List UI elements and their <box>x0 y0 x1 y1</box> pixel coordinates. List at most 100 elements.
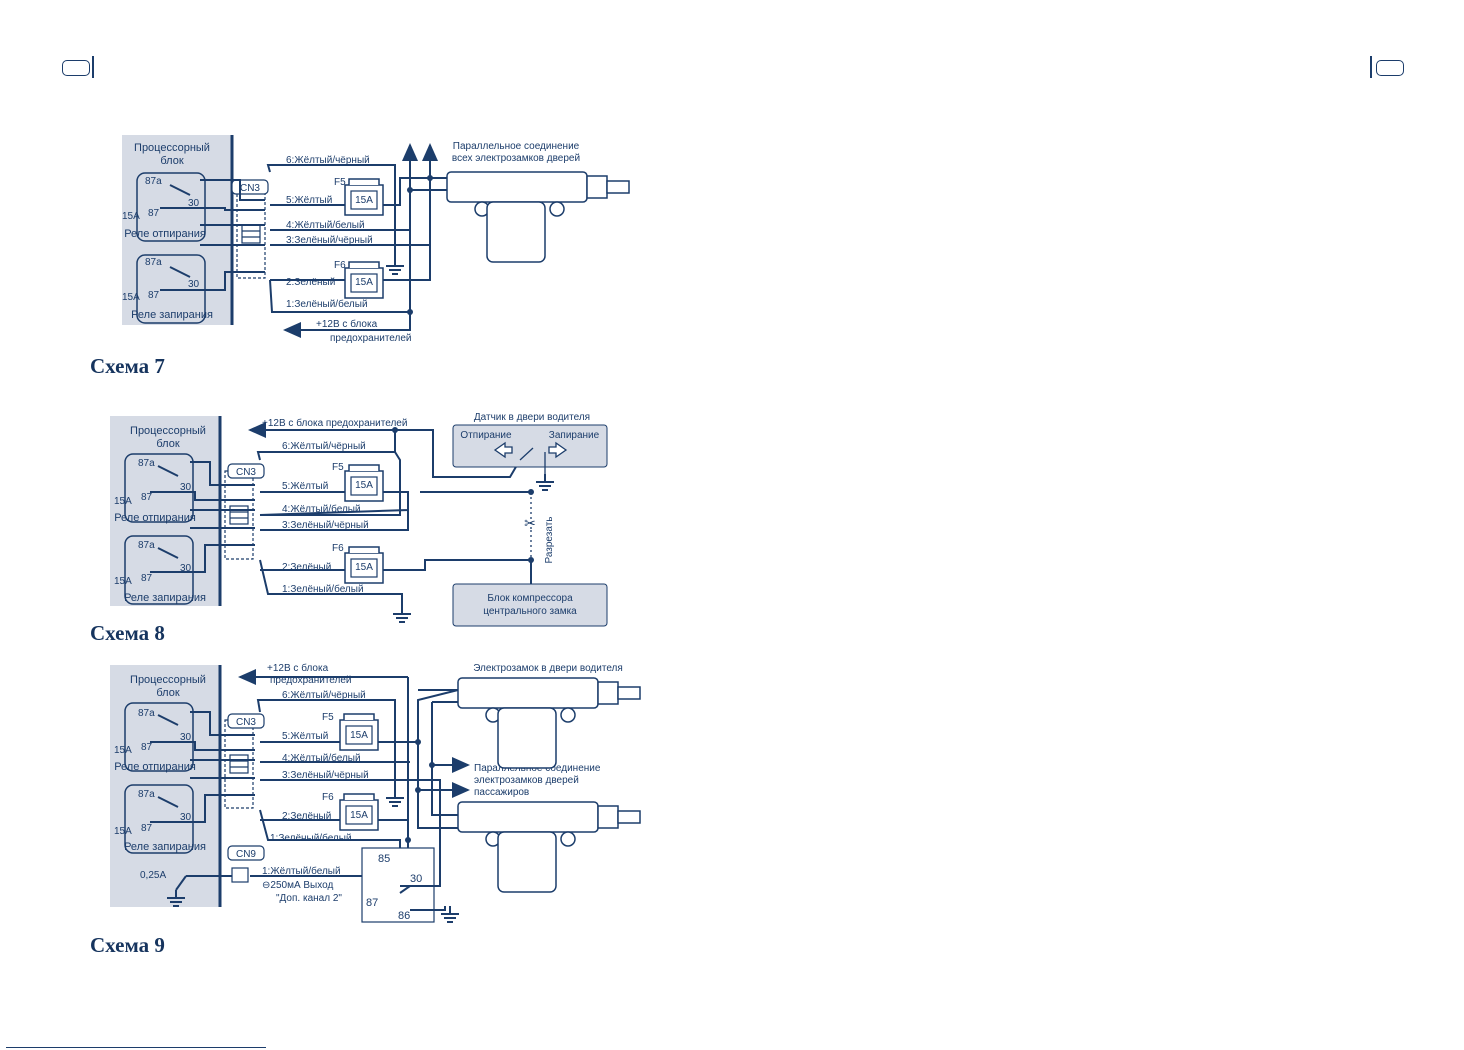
cn9-label: CN9 <box>236 849 256 860</box>
arrow-right-icon <box>548 441 568 459</box>
pin-87-2: 87 <box>141 573 153 584</box>
fuse-f5-amp: 15A <box>355 480 373 491</box>
wire-2: 2:Зелёный <box>282 811 331 822</box>
caption-scheme-9: Схема 9 <box>90 933 165 957</box>
amp-15a-2: 15A <box>114 826 132 837</box>
fuse-f5: F5 <box>332 462 344 473</box>
fuse-f6-amp: 15A <box>355 562 373 573</box>
pin-87a-2: 87a <box>138 540 155 551</box>
relay-pin-87: 87 <box>366 897 378 909</box>
pin-87a-2: 87a <box>145 257 162 268</box>
fuse-f5-amp: 15A <box>355 195 373 206</box>
output-line-2: "Доп. канал 2" <box>276 893 342 904</box>
cn3-label: CN3 <box>236 717 256 728</box>
parallel-line-2: электрозамков дверей <box>474 775 579 786</box>
compressor-line-1: Блок компрессора <box>487 593 573 604</box>
processor-label-2: блок <box>156 438 179 450</box>
relay-pin-30: 30 <box>410 873 422 885</box>
processor-label-1: Процессорный <box>130 674 206 686</box>
fuse-f6-amp: 15A <box>350 810 368 821</box>
plus12-line-1: +12В с блока <box>267 662 329 674</box>
wire-3: 3:Зелёный/чёрный <box>282 520 369 531</box>
relay-lock-label: Реле запирания <box>124 841 206 853</box>
sensor-label: Датчик в двери водителя <box>474 412 590 423</box>
relay-unlock-label: Реле отпирания <box>114 512 196 524</box>
relay-lock-label: Реле запирания <box>124 592 206 604</box>
pin-30: 30 <box>188 198 200 209</box>
amp-025a: 0,25A <box>140 870 166 881</box>
scissors-icon: ✂ <box>524 515 536 531</box>
pin-87: 87 <box>141 742 153 753</box>
pin-87-2: 87 <box>148 290 160 301</box>
wire-2: 2:Зелёный <box>286 277 335 288</box>
plus12-line-2: предохранителей <box>330 333 412 344</box>
wire-6: 6:Жёлтый/чёрный <box>282 690 366 701</box>
relay-unlock-label: Реле отпирания <box>114 761 196 773</box>
fuse-f6: F6 <box>322 792 334 803</box>
compressor-line-2: центрального замка <box>483 606 577 617</box>
pin-30-2: 30 <box>188 279 200 290</box>
parallel-line-2: всех электрозамков дверей <box>452 153 580 164</box>
pin-87: 87 <box>141 492 153 503</box>
amp-15a: 15A <box>122 211 140 222</box>
wire-5: 5:Жёлтый <box>286 195 332 206</box>
fuse-f5: F5 <box>322 712 334 723</box>
wire-cn9: 1:Жёлтый/белый <box>262 865 341 877</box>
plus12-label: +12В с блока предохранителей <box>262 417 407 429</box>
arrow-left-icon <box>493 441 513 459</box>
pin-87a: 87a <box>138 708 155 719</box>
fuse-f6: F6 <box>334 260 346 271</box>
pin-87a-2: 87a <box>138 789 155 800</box>
scheme-7: Процессорный блок 87a 30 87 15A Реле отп… <box>120 133 630 344</box>
page-tab-left-bar <box>92 56 94 78</box>
unlock-label: Отпирание <box>460 430 512 441</box>
wire-4: 4:Жёлтый/белый <box>286 219 365 231</box>
amp-15a: 15A <box>114 745 132 756</box>
wire-4: 4:Жёлтый/белый <box>282 503 361 515</box>
parallel-line-3: пассажиров <box>474 787 529 798</box>
relay-pin-86: 86 <box>398 910 410 922</box>
wire-5: 5:Жёлтый <box>282 731 328 742</box>
wire-3: 3:Зелёный/чёрный <box>282 770 369 781</box>
processor-label-1: Процессорный <box>134 142 210 154</box>
fuse-f6: F6 <box>332 543 344 554</box>
pin-87-2: 87 <box>141 823 153 834</box>
wire-1: 1:Зелёный/белый <box>282 583 364 595</box>
plus12-line-2: предохранителей <box>270 675 352 686</box>
processor-label-2: блок <box>156 687 179 699</box>
footer-rule <box>6 1047 266 1048</box>
wire-4: 4:Жёлтый/белый <box>282 752 361 764</box>
amp-15a-2: 15A <box>122 292 140 303</box>
pin-30: 30 <box>180 732 192 743</box>
cut-label: Разрезать <box>544 517 555 564</box>
amp-15a: 15A <box>114 496 132 507</box>
cn3-label: CN3 <box>236 467 256 478</box>
output-line-1: ⊖250мА Выход <box>262 880 333 891</box>
pin-30-2: 30 <box>180 563 192 574</box>
relay-pin-85: 85 <box>378 853 390 865</box>
wire-5: 5:Жёлтый <box>282 481 328 492</box>
pin-30: 30 <box>180 482 192 493</box>
fuse-f6-amp: 15A <box>355 277 373 288</box>
wire-6: 6:Жёлтый/чёрный <box>286 155 370 166</box>
plus12-line-1: +12В с блока <box>316 318 378 330</box>
pin-87a: 87a <box>145 176 162 187</box>
processor-label-2: блок <box>160 155 183 167</box>
wire-2: 2:Зелёный <box>282 562 331 573</box>
wire-1: 1:Зелёный/белый <box>286 298 368 310</box>
pin-30-2: 30 <box>180 812 192 823</box>
amp-15a-2: 15A <box>114 576 132 587</box>
cn3-label: CN3 <box>240 183 260 194</box>
fuse-f5: F5 <box>334 177 346 188</box>
parallel-line-1: Параллельное соединение <box>453 141 580 152</box>
wire-1: 1:Зелёный/белый <box>270 832 352 844</box>
relay-unlock-label: Реле отпирания <box>124 228 206 240</box>
wire-3: 3:Зелёный/чёрный <box>286 235 373 246</box>
pin-87: 87 <box>148 208 160 219</box>
caption-scheme-8: Схема 8 <box>90 621 165 645</box>
page-tab-left <box>62 60 90 76</box>
pin-87a: 87a <box>138 458 155 469</box>
scheme-9: Процессорный блок 87a 30 87 15A Реле отп… <box>108 662 641 923</box>
